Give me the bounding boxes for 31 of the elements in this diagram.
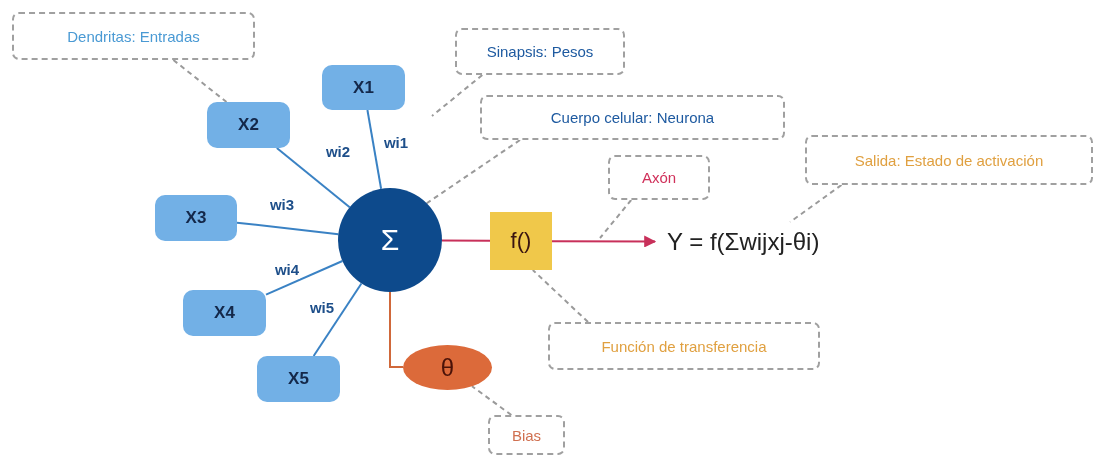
leader-line bbox=[531, 269, 589, 323]
leader-line bbox=[425, 139, 521, 205]
bias-ellipse: θ bbox=[403, 345, 492, 390]
leader-line bbox=[599, 199, 633, 239]
callout-box: Cuerpo celular: Neurona bbox=[480, 95, 785, 140]
input-box: X1 bbox=[322, 65, 405, 110]
input-box: X3 bbox=[155, 195, 237, 241]
leader-line bbox=[789, 184, 843, 223]
leader-line bbox=[431, 74, 484, 117]
output-formula: Y = f(Σwijxj-θi) bbox=[655, 222, 880, 262]
connector-line bbox=[275, 147, 351, 209]
arrow bbox=[551, 235, 657, 248]
callout-box: Axón bbox=[608, 155, 710, 200]
connector-line bbox=[236, 221, 340, 236]
connector-line bbox=[441, 239, 491, 242]
leader-line bbox=[471, 385, 513, 416]
input-box: X4 bbox=[183, 290, 266, 336]
callout-box: Bias bbox=[488, 415, 565, 455]
leader-line bbox=[172, 59, 228, 103]
summation-circle: Σ bbox=[338, 188, 442, 292]
connector-line bbox=[312, 282, 363, 357]
function-box: f() bbox=[490, 212, 552, 270]
callout-box: Sinapsis: Pesos bbox=[455, 28, 625, 75]
connector-line bbox=[366, 109, 383, 190]
callout-box: Salida: Estado de activación bbox=[805, 135, 1093, 185]
callout-box: Función de transferencia bbox=[548, 322, 820, 370]
connector-line bbox=[389, 291, 404, 369]
connector-line bbox=[265, 260, 344, 296]
input-box: X2 bbox=[207, 102, 290, 148]
input-box: X5 bbox=[257, 356, 340, 402]
callout-box: Dendritas: Entradas bbox=[12, 12, 255, 60]
